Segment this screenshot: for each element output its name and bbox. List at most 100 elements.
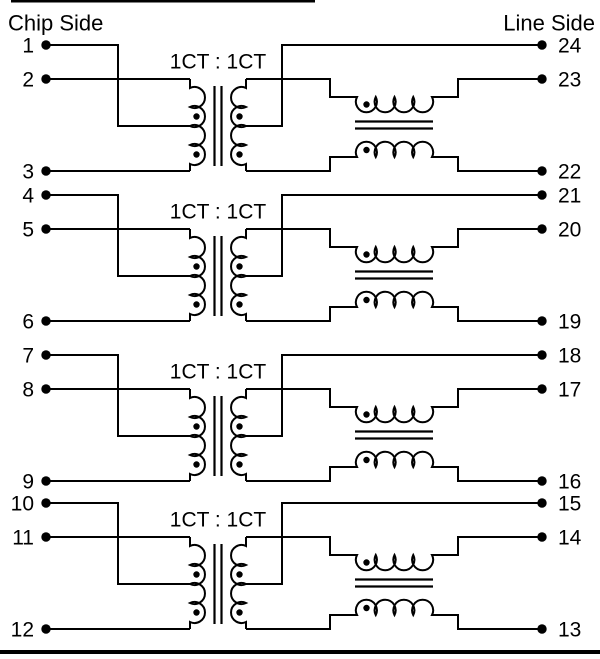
line-top-wire xyxy=(246,78,542,114)
pin-dot xyxy=(537,532,547,542)
line-centertap-wire xyxy=(246,354,542,437)
polarity-dot xyxy=(193,301,200,308)
line-pin-label: 17 xyxy=(558,379,581,402)
choke-core xyxy=(355,120,433,130)
pin-dot xyxy=(537,624,547,634)
line-bot-wire xyxy=(246,290,542,322)
turns-ratio-label: 1CT : 1CT xyxy=(170,51,267,74)
primary-winding xyxy=(187,389,206,481)
chip-pin-label: 7 xyxy=(22,345,34,368)
transformer-core xyxy=(213,396,223,476)
polarity-dot xyxy=(236,263,243,270)
polarity-dot xyxy=(363,146,370,154)
polarity-dot xyxy=(236,571,243,578)
polarity-dot xyxy=(363,101,370,108)
pin-dot xyxy=(537,166,547,176)
pin-dot xyxy=(41,532,51,542)
line-pin-label: 23 xyxy=(558,69,581,92)
primary-winding xyxy=(187,79,206,171)
line-pin-label: 21 xyxy=(558,185,581,208)
pin-dot xyxy=(537,384,547,394)
pin-dot xyxy=(41,476,51,486)
polarity-dot xyxy=(236,461,243,468)
line-pin-label: 19 xyxy=(558,311,581,334)
polarity-dot xyxy=(363,456,370,464)
pin-dot xyxy=(537,350,547,360)
chip-pin-label: 2 xyxy=(22,69,34,92)
turns-ratio-label: 1CT : 1CT xyxy=(170,201,267,224)
polarity-dot xyxy=(193,423,200,430)
chip-pin-label: 10 xyxy=(11,493,34,516)
pin-dot xyxy=(537,316,547,326)
polarity-dot xyxy=(193,113,200,120)
polarity-dot xyxy=(363,251,370,258)
bottom-border-line xyxy=(0,650,600,654)
choke-core xyxy=(355,430,433,440)
pin-dot xyxy=(41,316,51,326)
polarity-dot xyxy=(193,571,200,578)
pin-dot xyxy=(41,350,51,360)
chip-pin-label: 6 xyxy=(22,311,34,334)
chip-pin-label: 8 xyxy=(22,379,34,402)
polarity-dot xyxy=(236,423,243,430)
chip-pin-label: 5 xyxy=(22,219,34,242)
pin-dot xyxy=(41,224,51,234)
line-centertap-wire xyxy=(246,44,542,127)
line-bot-wire xyxy=(246,140,542,172)
chip-pin-top-wire xyxy=(46,354,190,437)
line-side-label: Line Side xyxy=(503,11,595,36)
turns-ratio-label: 1CT : 1CT xyxy=(170,509,267,532)
polarity-dot xyxy=(236,113,243,120)
chip-pin-top-wire xyxy=(46,194,190,277)
polarity-dot xyxy=(193,263,200,270)
pin-dot xyxy=(41,40,51,50)
chip-side-label: Chip Side xyxy=(8,11,103,36)
pin-dot xyxy=(537,40,547,50)
polarity-dot xyxy=(236,151,243,158)
primary-winding xyxy=(187,537,206,629)
chip-pin-label: 9 xyxy=(22,471,34,494)
line-pin-label: 16 xyxy=(558,471,581,494)
line-pin-label: 15 xyxy=(558,493,581,516)
transformer-core xyxy=(213,86,223,166)
transformer-core xyxy=(213,544,223,624)
pin-dot xyxy=(41,498,51,508)
polarity-dot xyxy=(363,604,370,612)
polarity-dot xyxy=(236,301,243,308)
polarity-dot xyxy=(363,559,370,566)
line-top-wire xyxy=(246,388,542,424)
line-bot-wire xyxy=(246,450,542,482)
chip-pin-top-wire xyxy=(46,502,190,585)
chip-pin-label: 12 xyxy=(11,619,34,642)
line-pin-label: 14 xyxy=(558,527,582,550)
line-pin-label: 18 xyxy=(558,345,581,368)
pin-dot xyxy=(41,74,51,84)
chip-pin-label: 3 xyxy=(22,161,34,184)
line-centertap-wire xyxy=(246,502,542,585)
chip-pin-label: 1 xyxy=(22,35,34,58)
line-centertap-wire xyxy=(246,194,542,277)
line-top-wire xyxy=(246,536,542,572)
pin-dot xyxy=(537,190,547,200)
pin-dot xyxy=(537,498,547,508)
chip-pin-label: 11 xyxy=(12,527,34,550)
pin-dot xyxy=(41,384,51,394)
line-pin-label: 20 xyxy=(558,219,581,242)
chip-pin-label: 4 xyxy=(22,185,34,208)
chip-pin-top-wire xyxy=(46,44,190,127)
pin-dot xyxy=(41,624,51,634)
choke-core xyxy=(355,270,433,280)
choke-core xyxy=(355,578,433,588)
polarity-dot xyxy=(193,609,200,616)
channel-2: 4 5 6 21 20 19 1CT : 1CT xyxy=(22,185,581,334)
pin-dot xyxy=(537,476,547,486)
pin-dot xyxy=(41,166,51,176)
pin-dot xyxy=(537,224,547,234)
